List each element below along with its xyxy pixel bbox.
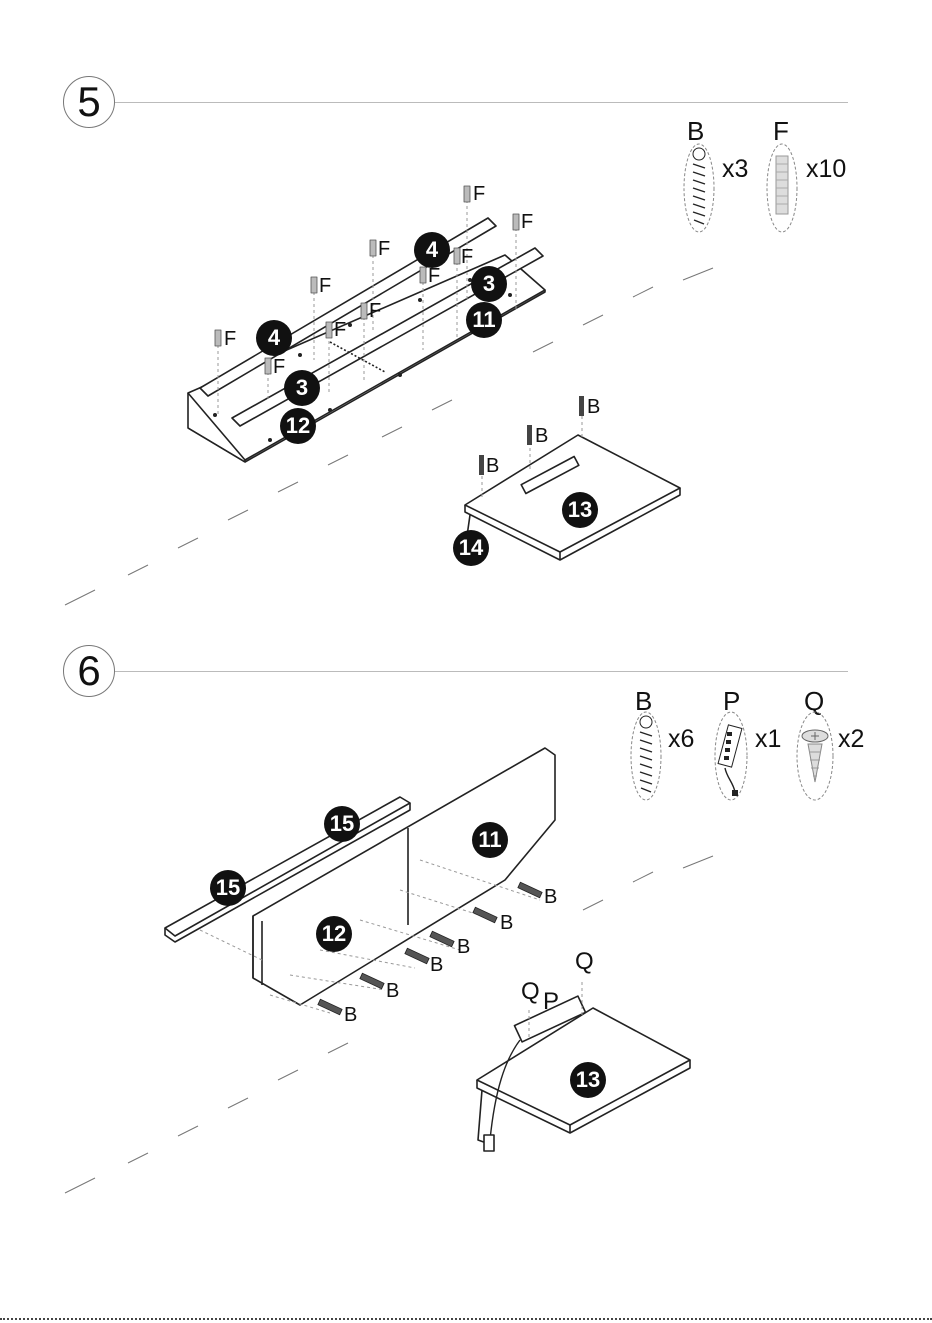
- step-number-badge: 6: [63, 645, 115, 697]
- fastener-label: F: [521, 211, 533, 234]
- part-number-bubble: 12: [280, 408, 316, 444]
- hardware-quantity: x1: [755, 725, 781, 754]
- fastener-label: F: [369, 300, 381, 323]
- fastener-label: F: [428, 265, 440, 288]
- fastener-label: F: [273, 356, 285, 379]
- screw-icon: [629, 710, 663, 802]
- part-number-bubble: 13: [562, 492, 598, 528]
- screw-icon: [682, 142, 716, 234]
- power-strip-icon: [713, 710, 749, 802]
- hardware-quantity: x10: [806, 155, 846, 184]
- part-number-bubble: 15: [210, 870, 246, 906]
- part-number-bubble: 11: [472, 822, 508, 858]
- fastener-label: B: [500, 912, 513, 935]
- tapping-screw-icon: [795, 710, 835, 802]
- fastener-label: B: [486, 455, 499, 478]
- dowel-icon: [765, 142, 799, 234]
- fastener-label: B: [587, 396, 600, 419]
- fastener-label: B: [344, 1004, 357, 1027]
- step-divider-line: [115, 102, 848, 103]
- part-number-bubble: 14: [453, 530, 489, 566]
- fastener-label: B: [535, 425, 548, 448]
- hardware-quantity: x6: [668, 725, 694, 754]
- hardware-quantity: x2: [838, 725, 864, 754]
- part-number-bubble: 12: [316, 916, 352, 952]
- fastener-label: B: [544, 886, 557, 909]
- part-number-bubble: 4: [256, 320, 292, 356]
- part-number-bubble: 11: [466, 302, 502, 338]
- fastener-label: F: [334, 319, 346, 342]
- fastener-label: P: [543, 988, 559, 1016]
- page-bottom-border: [0, 1318, 932, 1320]
- fastener-label: F: [461, 246, 473, 269]
- fastener-label: F: [319, 275, 331, 298]
- part-number-bubble: 3: [471, 266, 507, 302]
- fastener-label: F: [378, 238, 390, 261]
- part-number-bubble: 4: [414, 232, 450, 268]
- step-divider-line: [115, 671, 848, 672]
- fastener-label: B: [457, 936, 470, 959]
- fastener-label: Q: [575, 948, 594, 976]
- step5-desktop-drawing: [465, 396, 680, 560]
- hardware-quantity: x3: [722, 155, 748, 184]
- part-number-bubble: 3: [284, 370, 320, 406]
- part-number-bubble: 15: [324, 806, 360, 842]
- fastener-label: B: [386, 980, 399, 1003]
- fastener-label: F: [224, 328, 236, 351]
- fastener-label: Q: [521, 978, 540, 1006]
- fastener-label: F: [473, 183, 485, 206]
- part-number-bubble: 13: [570, 1062, 606, 1098]
- fastener-label: B: [430, 954, 443, 977]
- step-number-badge: 5: [63, 76, 115, 128]
